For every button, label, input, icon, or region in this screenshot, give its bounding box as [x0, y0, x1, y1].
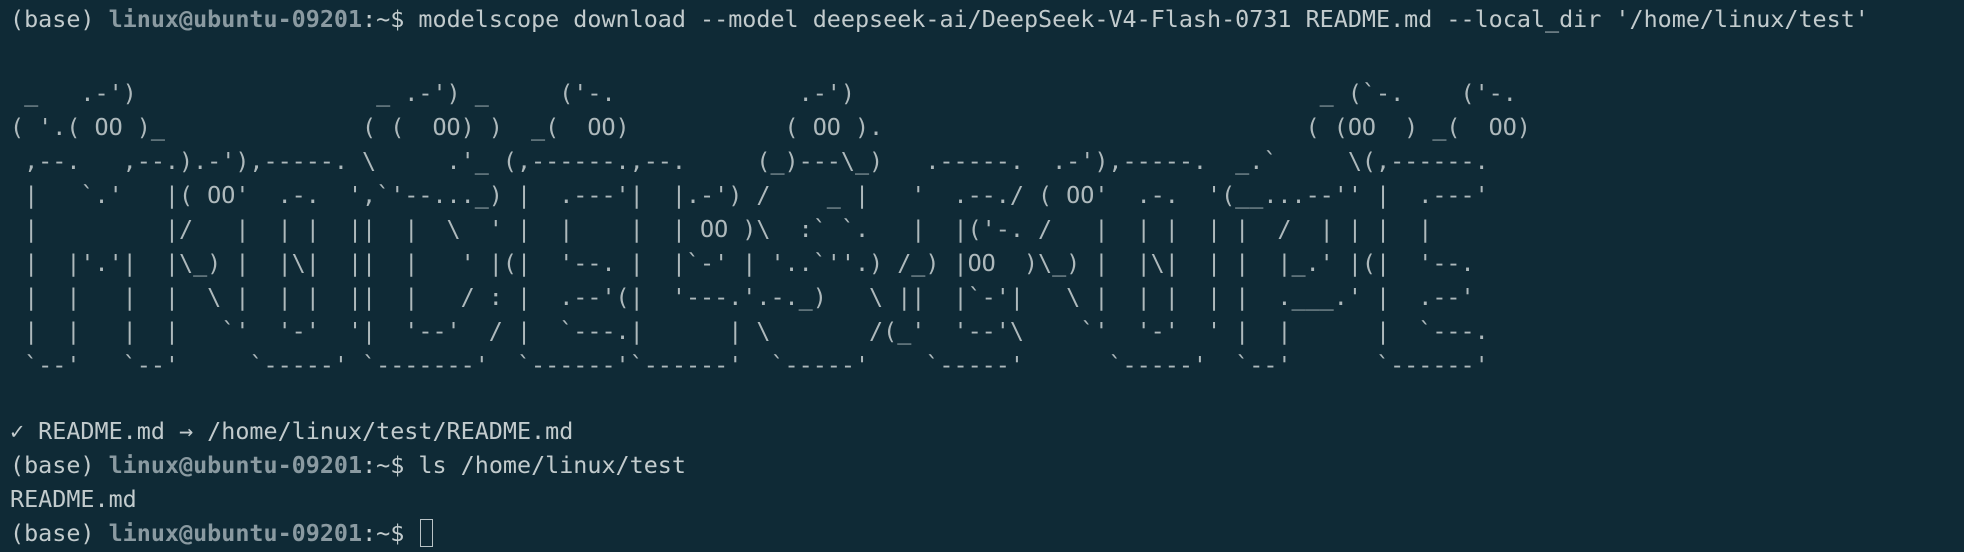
command-text: modelscope download --model deepseek-ai/… [418, 5, 1869, 33]
command-line-1: (base) linux@ubuntu-09201:~$ modelscope … [10, 2, 1869, 36]
banner-line: `--' `--' `-----' `-------' `------'`---… [10, 351, 1489, 379]
prompt-env: (base) [10, 451, 109, 479]
modelscope-ascii-banner: _ .-') _ .-') _ ('-. .-') _ (`-. ('-. ( '… [10, 76, 1531, 382]
banner-line: _ .-') _ .-') _ ('-. .-') _ (`-. ('-. [10, 79, 1517, 107]
prompt-user-host: linux@ubuntu-09201 [108, 451, 363, 479]
banner-line: | | | | `' '-' '| '--' / | `---.| | \ /(… [10, 317, 1489, 345]
ls-output: README.md [10, 485, 137, 513]
prompt-env: (base) [10, 5, 109, 33]
banner-line: | `.' |( OO' .-. ',`'--..._) | .---'| |.… [10, 181, 1489, 209]
prompt-path: :~$ [362, 5, 419, 33]
banner-line: | | | | \ | | | || | / : | .--'(| '---.'… [10, 283, 1475, 311]
prompt-path: :~$ [362, 519, 419, 547]
prompt-env: (base) [10, 519, 109, 547]
text-cursor[interactable] [420, 519, 434, 547]
download-result: ✓ README.md → /home/linux/test/README.md [10, 417, 574, 445]
banner-line: ,--. ,--.).-'),-----. \ .'_ (,------.,--… [10, 147, 1489, 175]
prompt-user-host: linux@ubuntu-09201 [108, 519, 363, 547]
active-prompt[interactable]: (base) linux@ubuntu-09201:~$ [10, 516, 434, 550]
prompt-user-host: linux@ubuntu-09201 [108, 5, 363, 33]
banner-line: | |/ | | | || | \ ' | | | | OO )\ :` `. … [10, 215, 1433, 243]
command-line-2: (base) linux@ubuntu-09201:~$ ls /home/li… [10, 448, 686, 482]
banner-line: ( '.( OO )_ ( ( OO) ) _( OO) ( OO ). ( (… [10, 113, 1531, 141]
banner-line: | |'.'| |\_) | |\| || | ' |(| '--. | |`-… [10, 249, 1475, 277]
prompt-path: :~$ [362, 451, 419, 479]
command-text: ls /home/linux/test [418, 451, 686, 479]
